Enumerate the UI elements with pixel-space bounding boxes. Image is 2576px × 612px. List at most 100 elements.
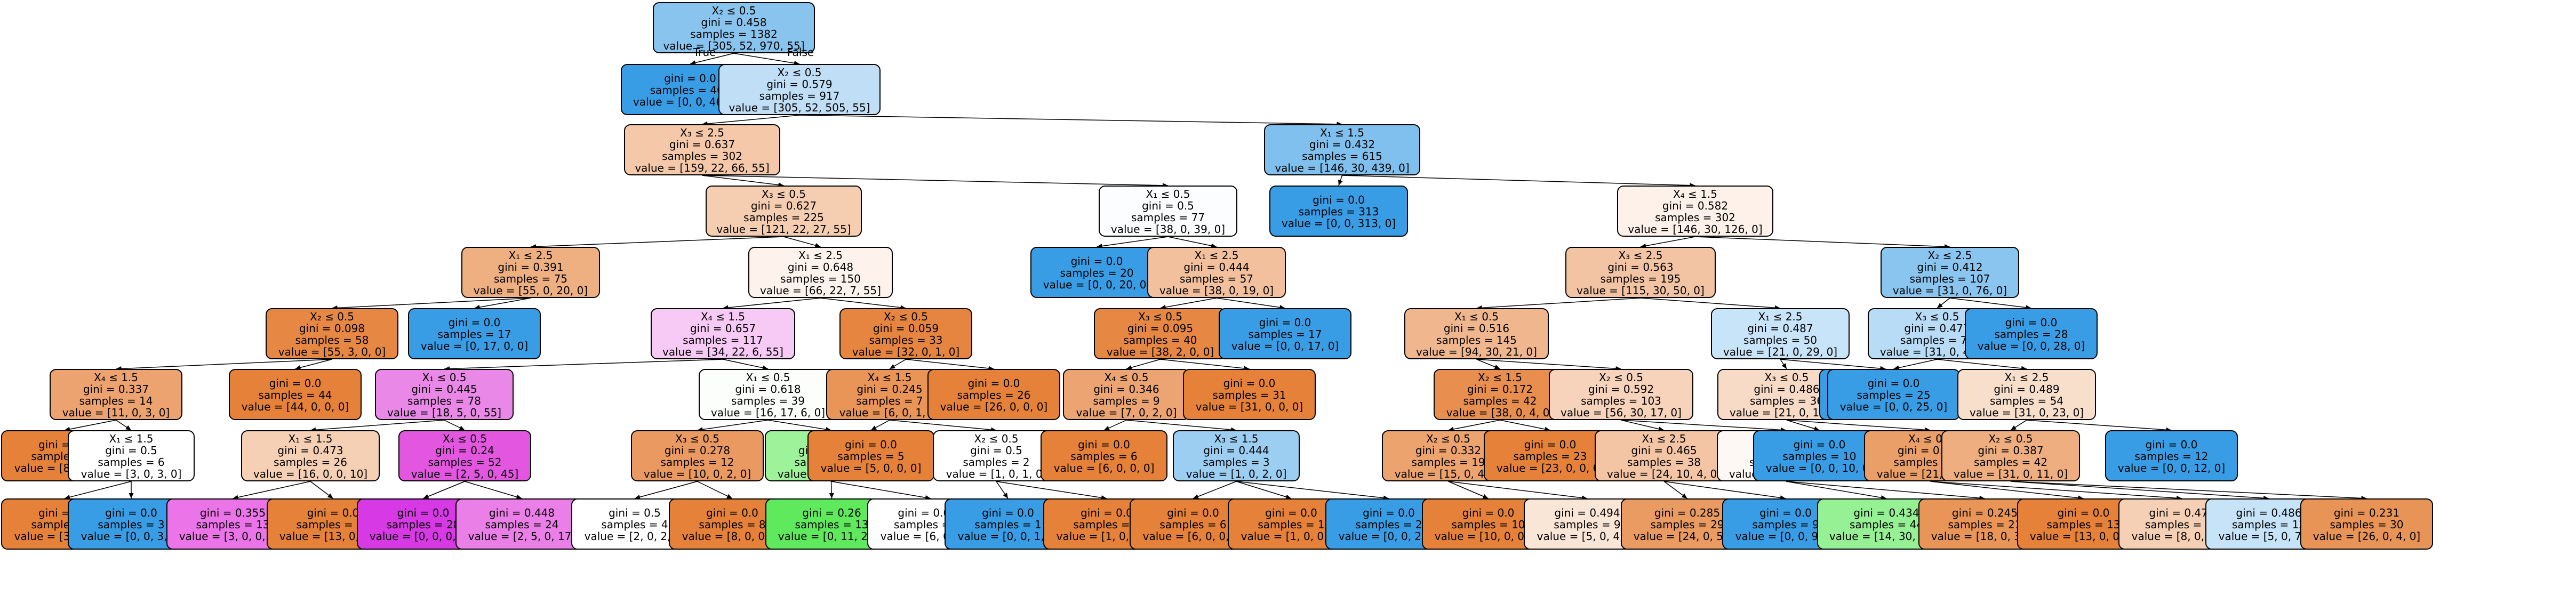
node-text-line: value = [23, 0, 0, 0]: [1496, 462, 1604, 474]
node-text-line: value = [0, 0, 1, 0]: [957, 530, 1059, 543]
node-text-line: value = [21, 0, 15, 0]: [1729, 406, 1844, 419]
node-text-line: value = [5, 0, 0, 0]: [820, 462, 922, 474]
node-text-line: samples = 17: [437, 328, 511, 341]
node-text-line: samples = 20: [1060, 267, 1134, 279]
node-text-line: value = [38, 0, 19, 0]: [1159, 284, 1274, 297]
node-text-line: samples = 313: [1298, 205, 1379, 218]
tree-edge: [1167, 236, 1217, 247]
tree-edge: [1786, 420, 1820, 431]
node-text-line: samples = 1: [1258, 518, 1325, 531]
edge-label-true: True: [693, 46, 716, 59]
node-text-line: samples = 10: [1782, 450, 1857, 463]
tree-edge-arrowhead: [890, 364, 895, 369]
tree-edge: [1097, 236, 1169, 247]
node-text-line: value = [0, 0, 9, 0]: [1735, 530, 1836, 543]
node-text-line: value = [24, 10, 4, 0]: [1606, 468, 1722, 480]
node-text-line: samples = 25: [1857, 389, 1931, 401]
node-text-line: gini = 0.0: [397, 506, 450, 519]
node-text-line: value = [146, 30, 439, 0]: [1275, 162, 1410, 174]
node-text-line: value = [55, 0, 20, 0]: [473, 284, 588, 297]
tree-edge-arrowhead: [125, 425, 131, 430]
node-text-line: samples = 4: [601, 518, 668, 531]
node-text-line: samples = 30: [2330, 518, 2404, 531]
tree-edge: [1621, 420, 1787, 431]
tree-edge: [1448, 481, 1588, 499]
node-text-line: samples = 14: [79, 394, 153, 407]
node-text-line: value = [24, 0, 5, 0]: [1633, 530, 1741, 543]
node-text-line: gini = 0.346: [1093, 383, 1159, 396]
node-text-line: gini = 0.0: [845, 438, 897, 451]
node-text-line: X₄ ≤ 1.5: [94, 371, 138, 384]
node-text-line: samples = 26: [273, 456, 348, 469]
node-text-line: samples = 7: [856, 394, 923, 407]
node-text-line: gini = 0.0: [1524, 438, 1577, 451]
node-text-line: value = [11, 0, 3, 0]: [62, 406, 170, 419]
tree-edge: [799, 115, 1342, 125]
node-text-line: value = [16, 17, 6, 0]: [710, 406, 826, 419]
tree-edge-arrowhead: [1494, 365, 1500, 369]
node-text-line: value = [13, 0, 0, 0]: [2029, 530, 2138, 543]
tree-edge: [2010, 481, 2367, 499]
tree-edge: [2026, 420, 2172, 431]
tree-edge-arrowhead: [1681, 493, 1687, 498]
node-text-line: gini = 0.059: [873, 322, 939, 335]
node-text-line: value = [31, 0, 11, 0]: [1953, 468, 2068, 480]
tree-edge: [1160, 359, 1250, 369]
node-text-line: value = [0, 0, 10, 0]: [1765, 462, 1874, 474]
node-text-line: gini = 0.477: [1904, 322, 1970, 335]
node-text-line: samples = 13: [196, 518, 270, 531]
node-text-line: samples = 31: [1212, 389, 1286, 401]
node-text-line: samples = 6: [1070, 450, 1138, 463]
node-text-line: samples = 13: [795, 518, 869, 531]
node-text-line: value = [159, 22, 66, 55]: [635, 162, 770, 174]
node-text-line: gini = 0.172: [1467, 383, 1533, 396]
node-text-line: value = [3, 0, 0, 10]: [179, 530, 287, 543]
node-text-line: X₂ ≤ 2.5: [1927, 249, 1972, 262]
node-text-line: X₂ ≤ 0.5: [1599, 371, 1643, 384]
tree-edge: [310, 420, 445, 431]
tree-edge: [1126, 420, 1237, 431]
node-text-line: samples = 44: [1849, 518, 1924, 531]
node-text-line: X₁ ≤ 0.5: [1454, 310, 1499, 323]
node-text-line: samples = 12: [2134, 450, 2209, 463]
tree-edge-arrowhead: [295, 365, 301, 370]
node-text-line: gini = 0.516: [1443, 322, 1510, 335]
node-text-line: samples = 13: [296, 518, 370, 531]
tree-edge: [702, 175, 784, 186]
node-text-line: value = [15, 0, 4, 0]: [1394, 468, 1502, 480]
node-text-line: X₂ ≤ 0.5: [777, 66, 822, 79]
node-text-line: samples = 28: [1994, 328, 2068, 341]
tree-edge: [723, 297, 821, 309]
tree-edge: [1930, 481, 2182, 499]
node-text-line: gini = 0.0: [1462, 506, 1515, 519]
node-text-line: value = [146, 30, 126, 0]: [1628, 223, 1763, 236]
node-text-line: gini = 0.332: [1415, 444, 1482, 457]
node-text-line: value = [1, 0, 2, 0]: [1186, 468, 1287, 480]
tree-edge-arrowhead: [423, 494, 429, 499]
node-text-line: samples = 3: [98, 518, 165, 531]
node-text-line: X₄ ≤ 0.5: [1104, 371, 1149, 384]
node-text-line: gini = 0.231: [2333, 506, 2400, 519]
tree-edge: [332, 297, 531, 309]
tree-edge: [783, 236, 821, 247]
node-text-line: gini = 0.0: [1793, 438, 1846, 451]
node-text-line: samples = 107: [1909, 272, 1990, 285]
node-text-line: X₁ ≤ 2.5: [2004, 371, 2049, 384]
tree-edge: [1448, 481, 1489, 499]
node-text-line: X₃ ≤ 0.5: [1915, 310, 1959, 323]
tree-edge: [116, 359, 332, 369]
node-text-line: value = [38, 2, 0, 0]: [1106, 345, 1214, 358]
node-text-line: value = [0, 0, 3, 0]: [81, 530, 182, 543]
node-text-line: gini = 0.434: [1853, 506, 1919, 519]
